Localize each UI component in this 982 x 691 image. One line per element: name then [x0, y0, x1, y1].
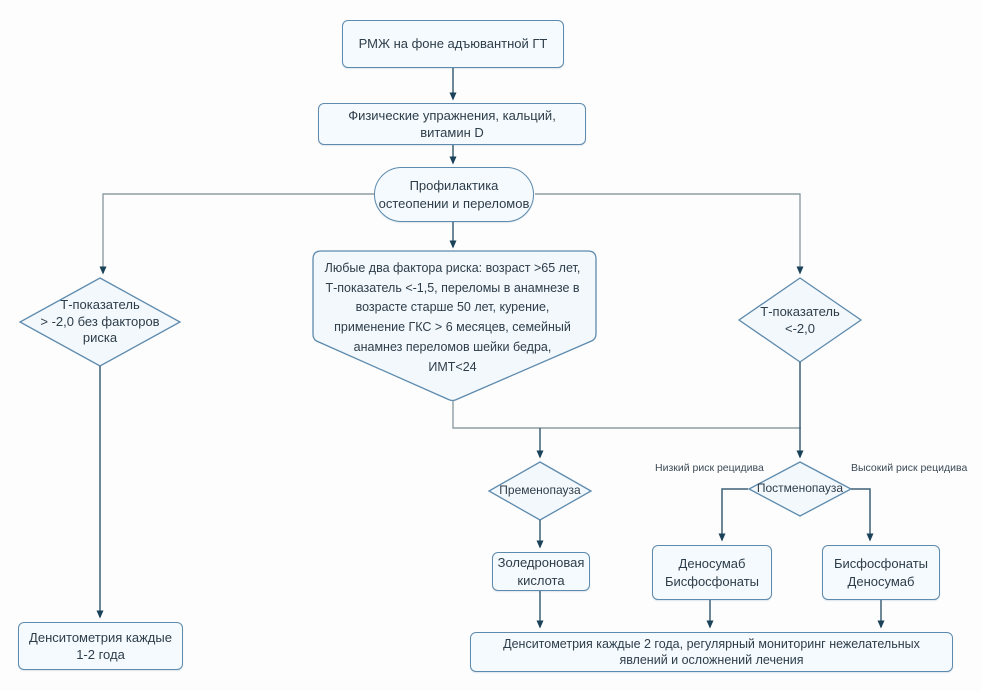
- pentagon-risk-factors: [312, 250, 597, 402]
- diamond-postmenopause: [747, 461, 853, 517]
- diamond-premenopause: [487, 461, 593, 521]
- diamond-t-score-left: [18, 277, 182, 367]
- node-start: РМЖ на фоне адъювантной ГТ: [342, 20, 564, 68]
- node-exercise: Физические упражнения, кальций, витамин …: [318, 103, 586, 145]
- node-denosumab-bisphosphonates: Деносумаб Бисфосфонаты: [652, 545, 772, 600]
- diamond-t-score-right: [737, 277, 863, 363]
- node-prevention: Профилактика остеопении и переломов: [374, 167, 534, 222]
- edge-postmenopause-low-risk: [718, 488, 748, 542]
- node-densitometry-1-2: Денситометрия каждые 1-2 года: [18, 622, 183, 670]
- edge-prevention-to-right-diamond: [535, 193, 804, 275]
- edge-label-low-risk: Низкий риск рецидива: [655, 462, 764, 474]
- node-bisphosphonates-denosumab: Бисфосфонаты Деносумаб: [822, 545, 940, 600]
- node-zoledronic: Золедроновая кислота: [492, 552, 590, 591]
- edge-label-high-risk: Высокий риск рецидива: [851, 462, 968, 474]
- edge-postmenopause-high-risk: [851, 488, 874, 542]
- edge-risk-factors-fanout: [452, 401, 801, 429]
- node-monitoring: Денситометрия каждые 2 года, регулярный …: [470, 632, 953, 672]
